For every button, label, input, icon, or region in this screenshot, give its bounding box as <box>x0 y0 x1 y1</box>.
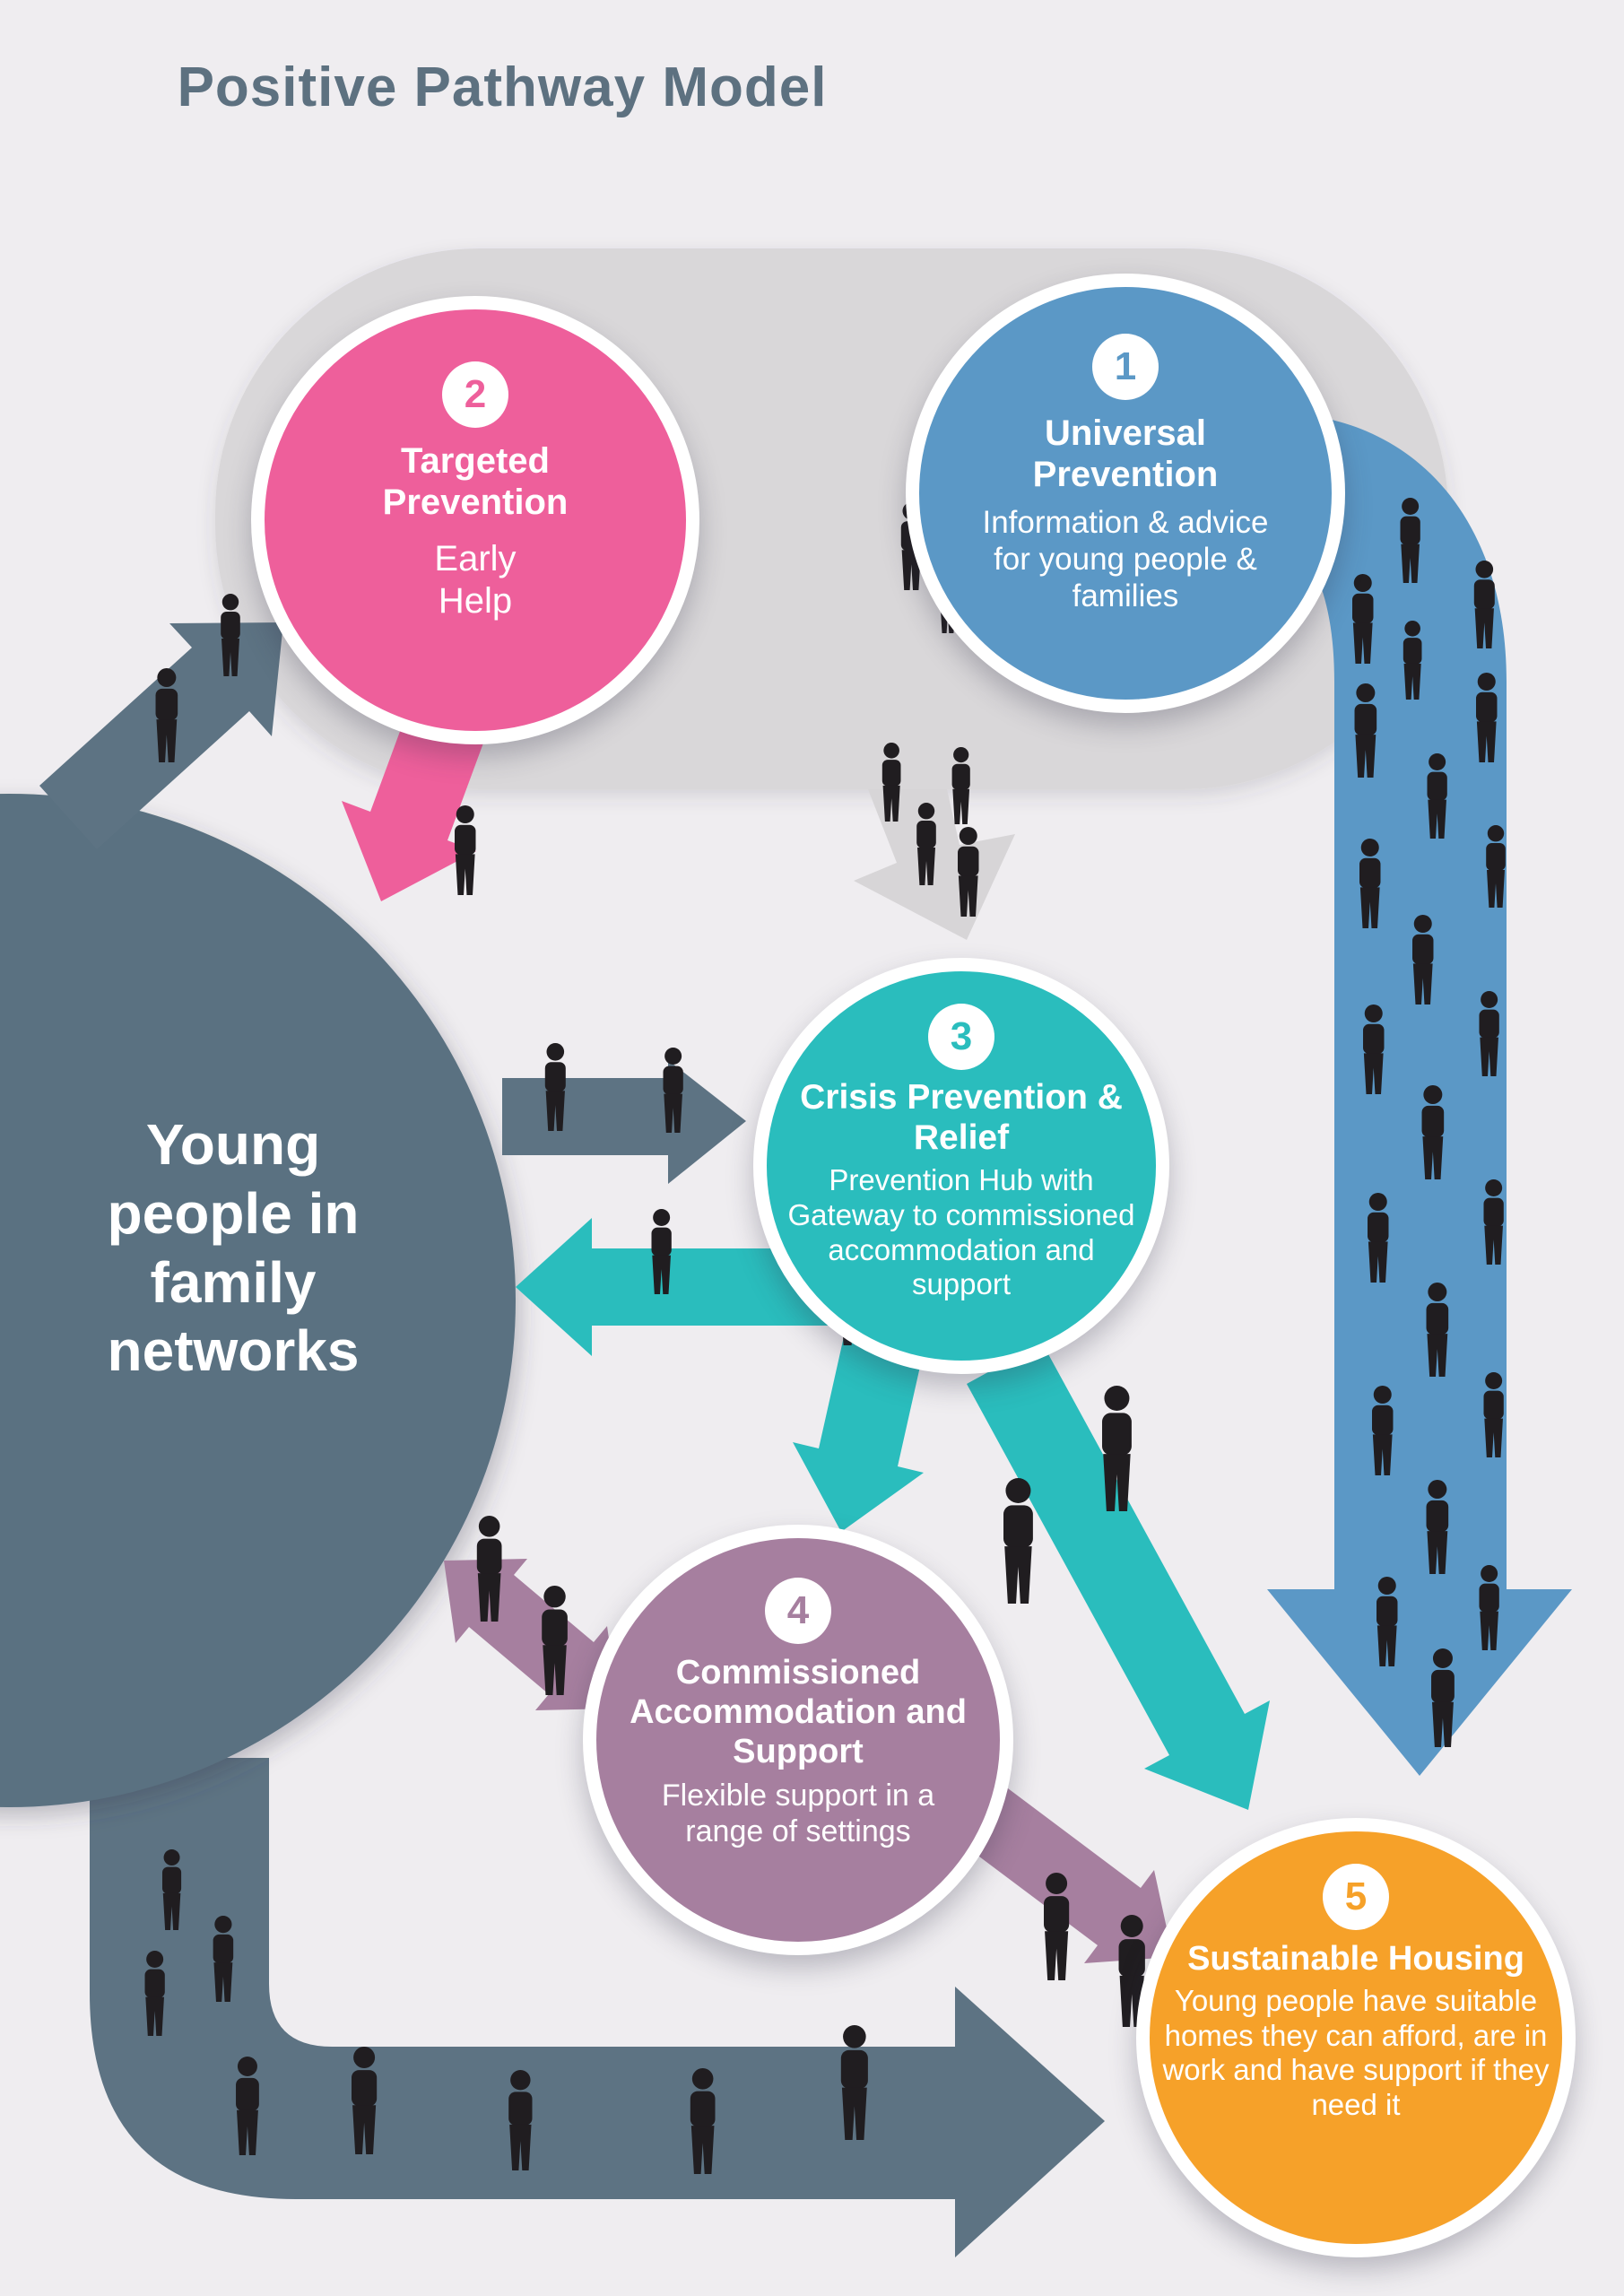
node-title: Sustainable Housing <box>1187 1940 1524 1978</box>
node-sustainable-housing: 5 Sustainable Housing Young people have … <box>1136 1818 1576 2257</box>
arrow-universal-to-sustainable-band <box>1193 413 1572 1777</box>
person-silhouette-icon <box>1044 1873 1070 1980</box>
person-silhouette-icon <box>455 805 476 895</box>
node-body: Early Help <box>434 538 517 621</box>
hub-label-text: Young people in family networks <box>107 1112 360 1384</box>
person-silhouette-icon <box>951 747 970 824</box>
node-title: Crisis Prevention & Relief <box>800 1078 1123 1158</box>
hub-circle <box>0 794 516 1807</box>
node-body: Flexible support in a range of settings <box>661 1779 935 1848</box>
node-number-badge: 4 <box>765 1578 831 1644</box>
node-title: Commissioned Accommodation and Support <box>630 1654 967 1771</box>
node-universal-prevention: 1 Universal Prevention Information & adv… <box>906 274 1345 713</box>
node-number-badge: 2 <box>442 361 508 428</box>
node-number-badge: 3 <box>928 1004 994 1070</box>
node-number-badge: 5 <box>1323 1864 1389 1930</box>
node-body: Prevention Hub with Gateway to commissio… <box>787 1163 1135 1301</box>
hub-label: Young people in family networks <box>18 1110 448 1386</box>
arrow-commissioned-to-sustainable <box>961 1786 1173 1963</box>
node-commissioned-accommodation: 4 Commissioned Accommodation and Support… <box>583 1525 1013 1955</box>
node-body: Information & advice for young people & … <box>982 504 1269 613</box>
node-targeted-prevention: 2 Targeted Prevention Early Help <box>251 296 699 744</box>
node-body: Young people have suitable homes they ca… <box>1162 1984 1550 2121</box>
arrow-crisis-to-sustainable <box>967 1343 1270 1810</box>
node-crisis-prevention: 3 Crisis Prevention & Relief Prevention … <box>753 958 1169 1374</box>
node-title: Universal Prevention <box>1032 413 1219 495</box>
page-title: Positive Pathway Model <box>177 57 828 118</box>
node-title: Targeted Prevention <box>382 441 569 523</box>
person-silhouette-icon <box>1003 1478 1033 1604</box>
arrow-crisis-to-commissioned <box>793 1309 929 1532</box>
node-number-badge: 1 <box>1092 334 1159 400</box>
arrow-hub-to-crisis <box>502 1060 746 1184</box>
